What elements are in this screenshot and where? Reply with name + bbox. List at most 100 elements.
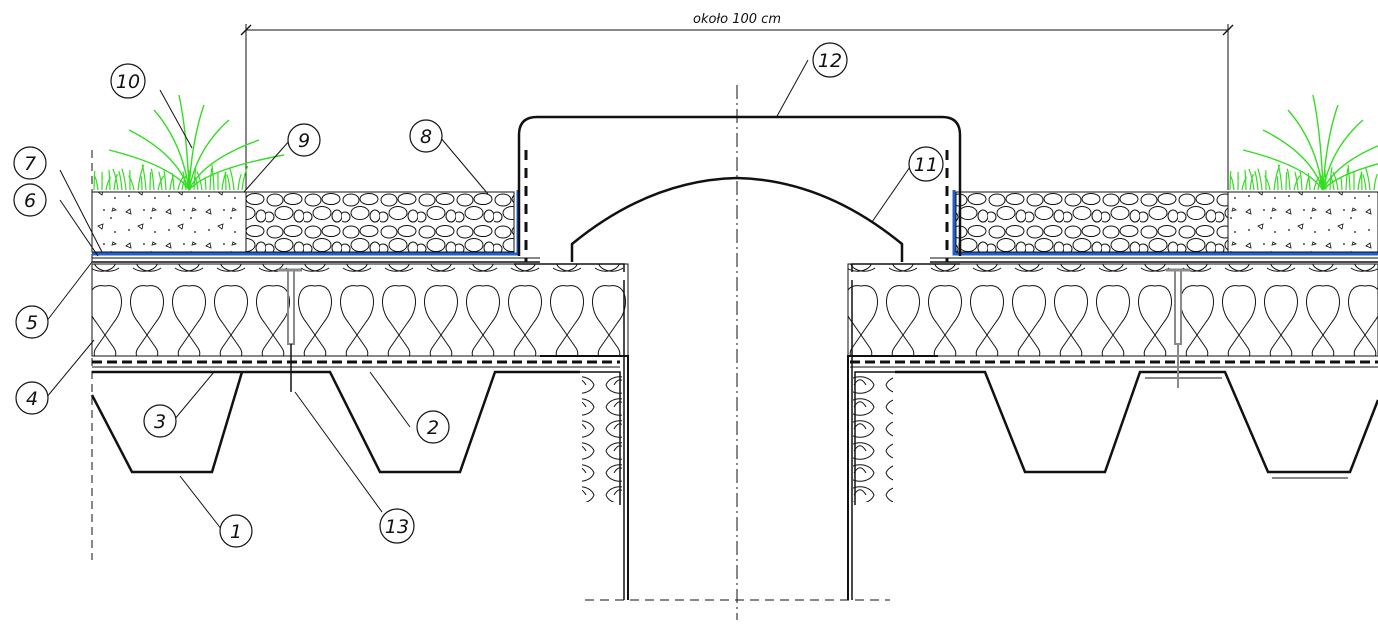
grass-blade xyxy=(1276,176,1279,191)
callout-4-label: 4 xyxy=(26,388,38,410)
callout-3-label: 3 xyxy=(154,411,166,433)
thermal-insulation-right xyxy=(847,263,1378,357)
grass-blade xyxy=(1373,174,1378,191)
grass-blade xyxy=(108,169,111,191)
callout-2-label: 2 xyxy=(427,417,439,439)
grass-leaf xyxy=(188,139,260,191)
grass-leaf xyxy=(1322,163,1378,191)
grass-blade xyxy=(1299,170,1303,191)
grass-blade xyxy=(121,168,127,191)
grass-blade xyxy=(211,164,215,191)
grass-blade xyxy=(93,171,96,191)
callout-7: 7 xyxy=(13,146,47,180)
grass-blade xyxy=(1360,171,1363,191)
cover-frame xyxy=(517,115,962,256)
substrate-layer-right xyxy=(1227,191,1378,253)
grass-leaf xyxy=(108,149,190,191)
grass-blade xyxy=(1347,164,1351,191)
grass-blade xyxy=(1244,169,1247,191)
grass-leaf xyxy=(188,154,285,191)
callout-8-label: 8 xyxy=(420,126,432,148)
skylight-dome xyxy=(517,115,962,262)
callout-leaders xyxy=(45,59,913,531)
grass-blade xyxy=(1307,172,1311,191)
grass-blade xyxy=(1257,168,1263,191)
grass-blade xyxy=(150,168,155,191)
grass-blade xyxy=(1229,171,1232,191)
callout-6-label: 6 xyxy=(24,190,36,212)
grass-blade xyxy=(1264,175,1271,191)
grass-blade xyxy=(1340,177,1343,191)
grass-blade xyxy=(226,174,231,191)
grass-blade xyxy=(1230,176,1235,191)
grass-blade xyxy=(177,176,184,191)
callout-7-label: 7 xyxy=(24,153,36,175)
callout-13-label: 13 xyxy=(385,516,409,538)
grass-blade xyxy=(194,175,199,191)
grass-blade xyxy=(1294,171,1299,191)
grass-blade xyxy=(128,175,135,191)
grass-leaf xyxy=(188,119,230,191)
grass-blade xyxy=(1249,173,1254,191)
callout-5: 5 xyxy=(15,305,49,339)
gravel-layer-left xyxy=(245,191,515,253)
grass-blade xyxy=(149,172,152,191)
callout-3: 3 xyxy=(143,404,177,438)
grass-leaf xyxy=(128,129,190,191)
callout-12: 12 xyxy=(812,42,848,78)
callout-1-label: 1 xyxy=(230,521,242,543)
callout-6: 6 xyxy=(13,183,47,217)
grass-leaf xyxy=(1322,104,1339,191)
thermal-insulation-left xyxy=(91,263,629,357)
gravel-layer-right xyxy=(955,191,1229,253)
grass-blade xyxy=(157,175,165,191)
curb-wall-insulation-left xyxy=(582,372,622,502)
grass-blade xyxy=(241,165,249,191)
callout-9: 9 xyxy=(287,123,321,157)
grass-blade xyxy=(140,176,143,191)
grass-blade xyxy=(229,167,235,191)
grass-leaf xyxy=(1312,94,1324,191)
callout-9-label: 9 xyxy=(298,130,310,152)
callout-4: 4 xyxy=(15,381,49,415)
grass-leaf xyxy=(178,94,190,191)
grass-blade xyxy=(224,171,227,191)
fastener-left xyxy=(278,268,302,392)
callout-8: 8 xyxy=(409,119,443,153)
grass-blade xyxy=(113,173,118,191)
callout-1: 1 xyxy=(219,514,253,548)
grass-blade xyxy=(1277,164,1283,191)
dimension-label: około 100 cm xyxy=(693,12,781,27)
grass-blade xyxy=(112,168,119,191)
grass-blade xyxy=(1254,170,1259,191)
callout-12-label: 12 xyxy=(818,50,842,72)
callout-11-label: 11 xyxy=(914,154,938,176)
grass-blade xyxy=(118,170,123,191)
grass-right xyxy=(1229,94,1378,191)
grass-blade xyxy=(1345,168,1349,191)
waterproofing-membrane-right xyxy=(952,190,1378,256)
left-roof-buildup xyxy=(90,190,629,600)
grass-blade xyxy=(1248,168,1255,191)
grass-leaf xyxy=(1242,149,1324,191)
grass-leaf xyxy=(1322,145,1378,191)
grass-blade xyxy=(163,170,167,191)
grass-blade xyxy=(209,168,213,191)
callout-13: 13 xyxy=(379,508,415,544)
substrate-layer-left xyxy=(91,191,247,253)
trapezoidal-sheet-right xyxy=(895,370,1378,474)
grass-left xyxy=(93,94,285,191)
dimension-line: około 100 cm xyxy=(240,12,1234,190)
grass-blade xyxy=(1286,168,1291,191)
grass-blade xyxy=(204,177,207,191)
callout-5-label: 5 xyxy=(26,312,38,334)
grass-blade xyxy=(158,171,163,191)
grass-blade xyxy=(1285,172,1288,191)
grass-blade xyxy=(141,164,147,191)
curb-wall-insulation-right xyxy=(853,372,893,502)
grass-blade xyxy=(94,176,99,191)
callout-11: 11 xyxy=(908,146,944,182)
grass-blade xyxy=(196,171,203,191)
